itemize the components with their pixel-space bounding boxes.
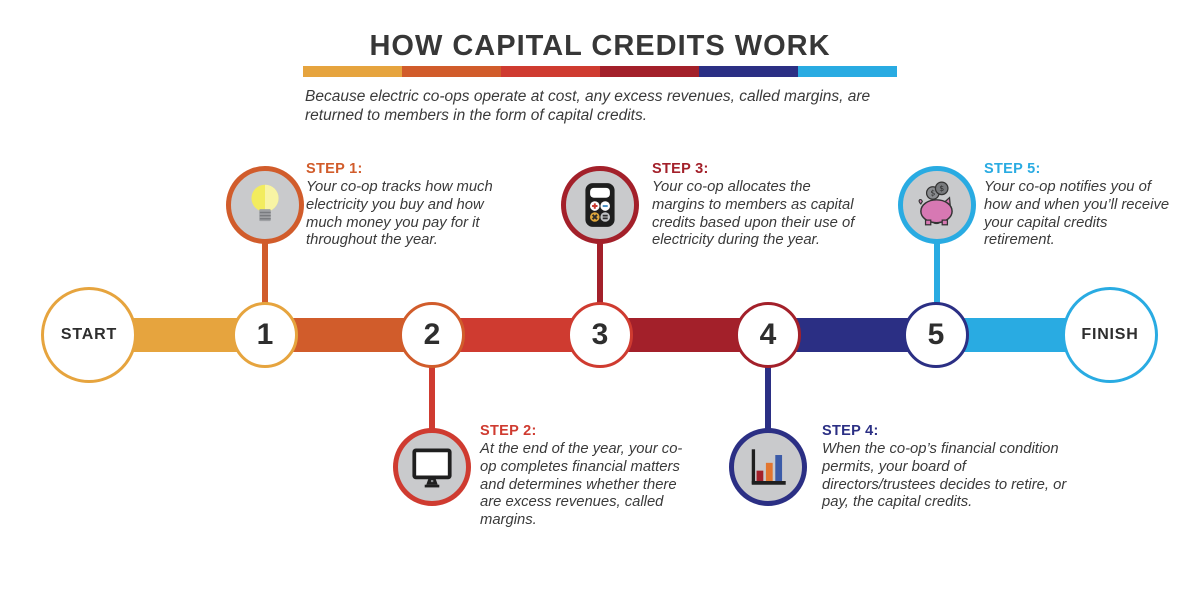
step-3-description: Your co-op allocates the margins to memb… <box>652 179 855 249</box>
step-4-text-block: STEP 4: When the co-op’s financial condi… <box>822 423 1070 512</box>
svg-text:$: $ <box>930 189 935 198</box>
timeline-node-3: 3 <box>567 302 633 368</box>
title-divider-gradient-bar <box>303 66 897 77</box>
step-2-label: STEP 2: <box>480 423 537 439</box>
step-4-label: STEP 4: <box>822 423 879 439</box>
divider-segment-dark-red <box>600 66 699 77</box>
subtitle: Because electric co-ops operate at cost,… <box>305 88 871 125</box>
calculator-icon <box>585 183 615 227</box>
step-1-description: Your co-op tracks how much electricity y… <box>306 179 493 249</box>
step-3-text-block: STEP 3: Your co-op allocates the margins… <box>652 161 864 250</box>
node-number: 1 <box>256 318 274 351</box>
step-5-description: Your co-op notifies you of how and when … <box>984 179 1170 249</box>
divider-segment-red <box>501 66 600 77</box>
node-number: 5 <box>927 318 945 351</box>
connector-step-4 <box>765 366 771 432</box>
node-number: 2 <box>423 318 441 351</box>
monitor-icon <box>412 448 452 488</box>
timeline-node-2: 2 <box>399 302 465 368</box>
step-1-label: STEP 1: <box>306 161 363 177</box>
page-title: HOW CAPITAL CREDITS WORK <box>369 30 831 62</box>
timeline-node-5: 5 <box>903 302 969 368</box>
divider-segment-gold <box>303 66 402 77</box>
step-1-icon-badge <box>226 166 304 244</box>
step-4-description: When the co-op’s financial condition per… <box>822 441 1067 511</box>
step-5-label: STEP 5: <box>984 161 1041 177</box>
step-2-text-block: STEP 2: At the end of the year, your co-… <box>480 423 688 530</box>
step-4-icon-badge <box>729 428 807 506</box>
step-2-description: At the end of the year, your co-op compl… <box>480 441 683 528</box>
timeline-node-finish: FINISH <box>1062 287 1158 383</box>
connector-step-1 <box>262 240 268 306</box>
divider-segment-orange <box>402 66 501 77</box>
connector-step-5 <box>934 240 940 306</box>
start-label: START <box>60 326 118 343</box>
connector-step-2 <box>429 366 435 432</box>
divider-segment-light-blue <box>798 66 897 77</box>
divider-segment-dark-blue <box>699 66 798 77</box>
step-5-icon-badge: $ $ <box>898 166 976 244</box>
finish-label: FINISH <box>1081 326 1139 343</box>
step-2-icon-badge <box>393 428 471 506</box>
piggy-bank-icon: $ $ <box>918 181 953 226</box>
timeline-node-1: 1 <box>232 302 298 368</box>
timeline-node-4: 4 <box>735 302 801 368</box>
step-3-label: STEP 3: <box>652 161 709 177</box>
node-number: 4 <box>759 318 777 351</box>
connector-step-3 <box>597 240 603 306</box>
step-3-icon-badge <box>561 166 639 244</box>
timeline-node-start: START <box>41 287 137 383</box>
step-5-text-block: STEP 5: Your co-op notifies you of how a… <box>984 161 1176 250</box>
step-1-text-block: STEP 1: Your co-op tracks how much elect… <box>306 161 520 250</box>
bar-chart-icon <box>751 449 786 485</box>
svg-text:$: $ <box>939 184 944 193</box>
lightbulb-icon <box>251 184 279 222</box>
node-number: 3 <box>591 318 609 351</box>
